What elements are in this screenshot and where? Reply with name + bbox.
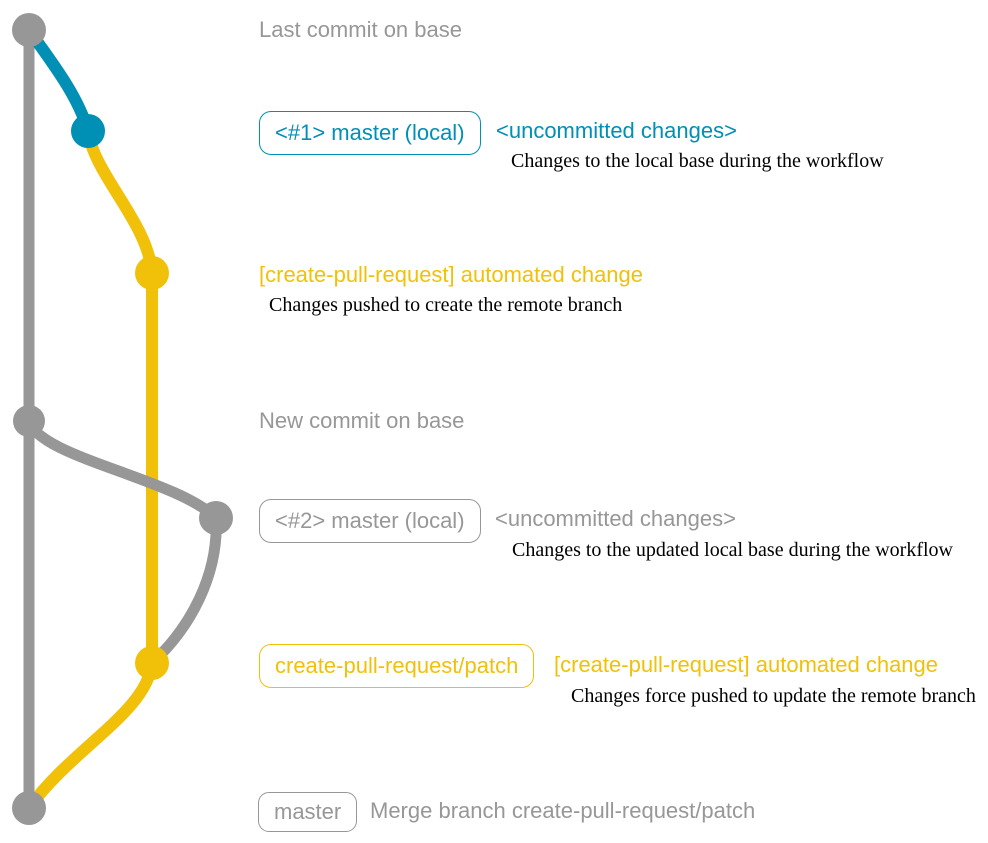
- commit-dot-new-base: [13, 405, 45, 437]
- commit-message-new-base: New commit on base: [259, 408, 465, 433]
- commit-message-uncommitted-2: <uncommitted changes>: [495, 506, 736, 531]
- commit-message-automated-2: [create-pull-request] automated change: [554, 652, 939, 677]
- local-master-branch-line-1: [23, 24, 94, 137]
- commit-dot-last-base: [12, 13, 46, 47]
- commit-note-uncommitted-1: Changes to the local base during the wor…: [511, 150, 884, 172]
- commit-dot-uncommitted-2: [199, 501, 233, 535]
- commit-dot-automated-1: [135, 256, 169, 290]
- patch-branch-line-upper: [82, 125, 158, 279]
- branch-tag-master: master: [258, 792, 358, 832]
- commit-note-uncommitted-2: Changes to the updated local base during…: [512, 539, 953, 561]
- commit-dot-uncommitted-1: [71, 114, 105, 148]
- patch-branch-merge-line: [23, 657, 158, 814]
- commit-note-automated-1: Changes pushed to create the remote bran…: [269, 294, 623, 316]
- commit-message-automated-1: [create-pull-request] automated change: [259, 262, 644, 287]
- local-master-branch-line-2-out: [23, 415, 222, 524]
- commit-message-merge: Merge branch create-pull-request/patch: [370, 798, 756, 823]
- branch-tag-master-local-1: <#1> master (local): [259, 111, 481, 155]
- commit-dot-merge: [12, 791, 46, 825]
- commit-message-last-base: Last commit on base: [259, 17, 462, 42]
- branch-tag-patch: create-pull-request/patch: [259, 644, 535, 688]
- branch-tag-master-local-2: <#2> master (local): [259, 499, 481, 543]
- commit-note-automated-2: Changes force pushed to update the remot…: [571, 685, 976, 707]
- local-master-branch-line-2-in: [146, 512, 222, 669]
- commit-message-uncommitted-1: <uncommitted changes>: [496, 118, 737, 143]
- commit-dot-automated-2: [135, 646, 169, 680]
